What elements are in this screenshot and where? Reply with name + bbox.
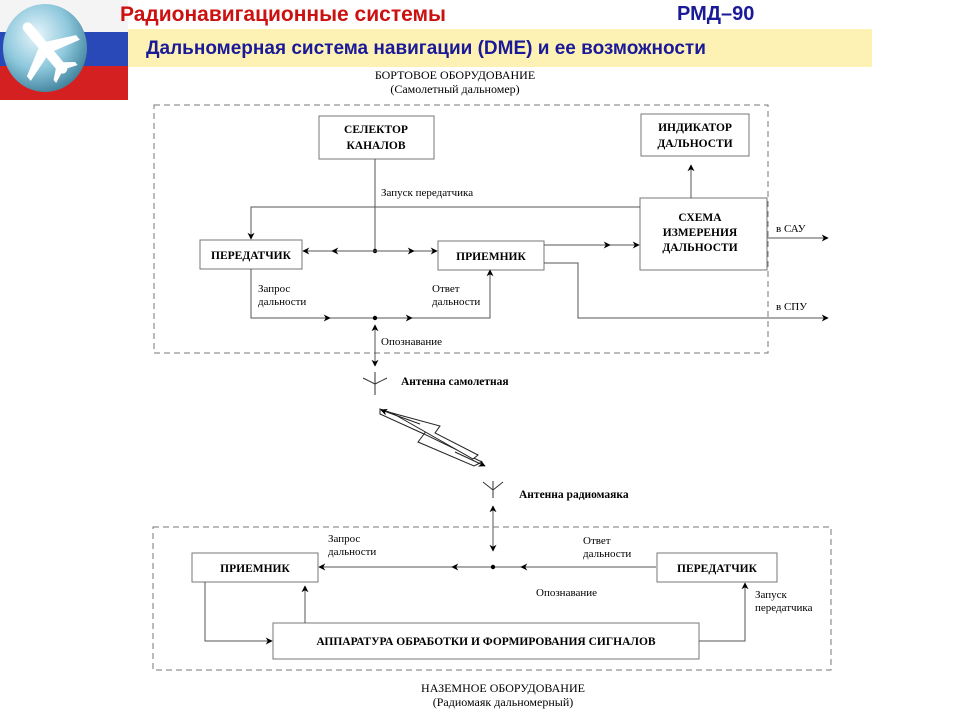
range-indicator-box <box>640 113 750 157</box>
onboard-receiver-label: ПРИЕМНИК <box>456 251 526 263</box>
aircraft-antenna-label: Антенна самолетная <box>401 376 509 388</box>
range-request-label-1: Запрос <box>258 283 290 295</box>
ground-header-line1: НАЗЕМНОЕ ОБОРУДОВАНИЕ <box>421 681 585 695</box>
channel-selector-box <box>318 115 435 160</box>
receiver-to-processing-line <box>204 582 273 645</box>
radio-link-bolt-icon <box>379 408 484 467</box>
slide-title: Радионавигационные системы <box>120 3 446 26</box>
range-reply-label-2: дальности <box>432 296 480 308</box>
indicator-label-2: ДАЛЬНОСТИ <box>657 138 732 150</box>
antenna-junction <box>372 315 378 321</box>
scheme-label-3: ДАЛЬНОСТИ <box>662 242 737 254</box>
bolt-arrow-bottom <box>454 451 486 467</box>
aircraft-antenna-icon <box>362 372 388 395</box>
onboard-transmitter-box <box>199 239 303 270</box>
ground-tx-start-label-2: передатчика <box>755 602 813 614</box>
course-code: РМД–90 <box>677 3 755 25</box>
ground-tx-start-label-1: Запуск <box>755 589 788 601</box>
ground-receiver-label: ПРИЕМНИК <box>220 563 290 575</box>
onboard-header-line2: (Самолетный дальномер) <box>390 82 519 96</box>
ground-transmitter-label: ПЕРЕДАТЧИК <box>677 563 758 575</box>
ground-reply-label-2: дальности <box>583 548 631 560</box>
slide-subtitle: Дальномерная система навигации (DME) и е… <box>146 38 706 59</box>
scheme-label-2: ИЗМЕРЕНИЯ <box>663 227 738 239</box>
ground-dashed-frame <box>152 526 832 671</box>
ground-request-label-1: Запрос <box>328 533 360 545</box>
beacon-antenna-label: Антенна радиомаяка <box>519 489 629 501</box>
ground-junction <box>490 564 496 570</box>
output-spu-line <box>544 262 829 322</box>
identification-label: Опознавание <box>381 336 442 348</box>
onboard-header-line1: БОРТОВОЕ ОБОРУДОВАНИЕ <box>375 68 535 82</box>
range-measurement-box <box>639 197 768 271</box>
indicator-label-1: ИНДИКАТОР <box>658 122 732 134</box>
tx-start-label: Запуск передатчика <box>381 187 473 199</box>
range-request-label-2: дальности <box>258 296 306 308</box>
tx-start-line <box>247 206 640 240</box>
ground-identification-label: Опознавание <box>536 587 597 599</box>
onboard-receiver-box <box>437 240 545 271</box>
ground-header-line2: (Радиомаяк дальномерный) <box>433 695 574 709</box>
ground-receiver-box <box>191 552 319 583</box>
onboard-dashed-frame <box>153 104 769 354</box>
selector-label-1: СЕЛЕКТОР <box>344 124 408 136</box>
selector-label-2: КАНАЛОВ <box>346 140 405 152</box>
subtitle-bar <box>128 29 872 67</box>
transmitter-down-line <box>250 269 494 319</box>
range-reply-label-1: Ответ <box>432 283 460 295</box>
beacon-antenna-icon <box>482 481 504 498</box>
processing-label: АППАРАТУРА ОБРАБОТКИ И ФОРМИРОВАНИЯ СИГН… <box>316 636 656 648</box>
ground-request-label-2: дальности <box>328 546 376 558</box>
ground-reply-label-1: Ответ <box>583 535 611 547</box>
processing-box <box>272 622 700 660</box>
to-spu-label: в СПУ <box>776 301 807 313</box>
airplane-logo <box>0 0 128 100</box>
scheme-label-1: СХЕМА <box>678 212 722 224</box>
to-sau-label: в САУ <box>776 223 806 235</box>
bolt-arrow-top <box>380 408 421 425</box>
onboard-transmitter-label: ПЕРЕДАТЧИК <box>211 250 292 262</box>
processing-to-transmitter-line <box>699 582 749 642</box>
ground-transmitter-box <box>656 552 778 583</box>
